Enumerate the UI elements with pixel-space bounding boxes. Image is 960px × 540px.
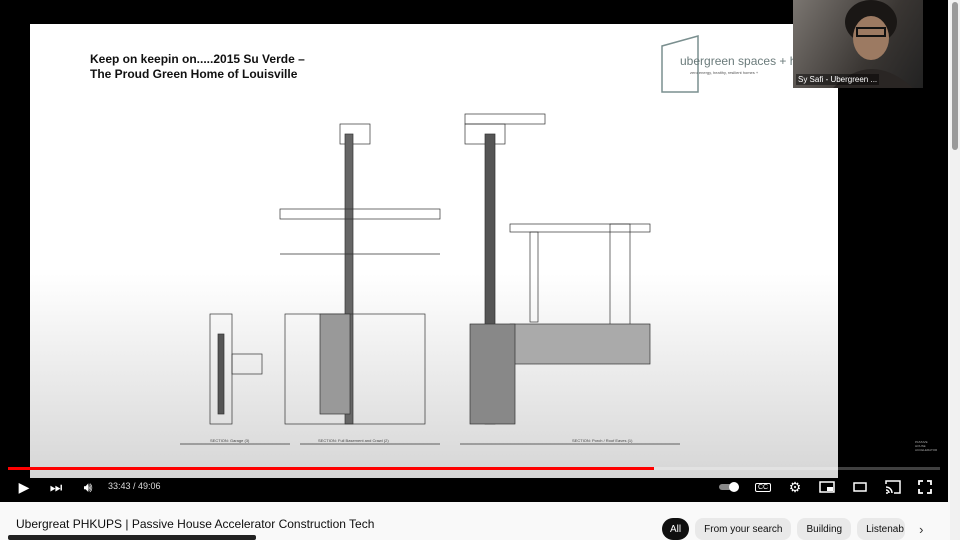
- participant-name: Sy Safi - Ubergreen ...: [796, 74, 880, 85]
- chip-from-your-search[interactable]: From your search: [695, 518, 792, 540]
- logo-house-icon: [661, 35, 699, 93]
- chip-listenable[interactable]: Listenab: [857, 518, 906, 540]
- time-display: 33:43 / 49:06: [108, 481, 161, 491]
- slide: Keep on keepin on.....2015 Su Verde –The…: [30, 24, 838, 478]
- cast-icon[interactable]: [883, 478, 903, 496]
- section-label-porch: SECTION: Porch / Roof Eaves (1): [572, 438, 633, 443]
- logo-tagline: zero energy, healthy, resilient homes +: [690, 70, 759, 75]
- construction-section-drawing: [180, 113, 680, 445]
- watermark: PASSIVE HOUSE ACCELERATOR: [915, 440, 938, 452]
- chip-building[interactable]: Building: [797, 518, 852, 540]
- settings-gear-icon[interactable]: ⚙: [788, 478, 802, 495]
- section-label-garage: SECTION: Garage (3): [210, 438, 250, 443]
- slide-title-line2: The Proud Green Home of Louisville: [90, 67, 298, 81]
- chevron-right-icon[interactable]: ›: [919, 521, 924, 537]
- theater-mode-icon[interactable]: [850, 478, 870, 496]
- fullscreen-icon[interactable]: [915, 478, 935, 496]
- captions-icon[interactable]: CC: [753, 478, 773, 496]
- slide-title-line1: Keep on keepin on.....2015 Su Verde –: [90, 52, 305, 66]
- section-label-basement: SECTION: Full Basement and Crawl (2): [318, 438, 389, 443]
- participant-avatar: [833, 0, 913, 88]
- progress-fill: [8, 467, 654, 470]
- video-player[interactable]: Keep on keepin on.....2015 Su Verde –The…: [0, 0, 948, 502]
- slide-title: Keep on keepin on.....2015 Su Verde –The…: [90, 52, 350, 82]
- filter-chips: All From your search Building Listenab ›: [662, 518, 923, 540]
- volume-icon[interactable]: 🔊︎: [83, 478, 93, 495]
- logo-text: ubergreen spaces + h: [680, 54, 797, 68]
- scrollbar-thumb[interactable]: [952, 2, 958, 150]
- player-controls: ▶ ⏭ 🔊︎ 33:43 / 49:06 CC ⚙: [0, 474, 948, 500]
- scrollbar[interactable]: [950, 0, 960, 540]
- next-icon[interactable]: ⏭: [49, 478, 63, 495]
- video-title[interactable]: Ubergreat PHKUPS | Passive House Acceler…: [16, 517, 375, 531]
- miniplayer-icon[interactable]: [817, 478, 837, 496]
- progress-bar[interactable]: [8, 467, 940, 470]
- participant-camera: Sy Safi - Ubergreen ...: [793, 0, 923, 88]
- autoplay-toggle[interactable]: [718, 478, 742, 496]
- play-icon[interactable]: ▶: [18, 478, 30, 495]
- title-underbar: [8, 535, 256, 540]
- chip-all[interactable]: All: [662, 518, 690, 540]
